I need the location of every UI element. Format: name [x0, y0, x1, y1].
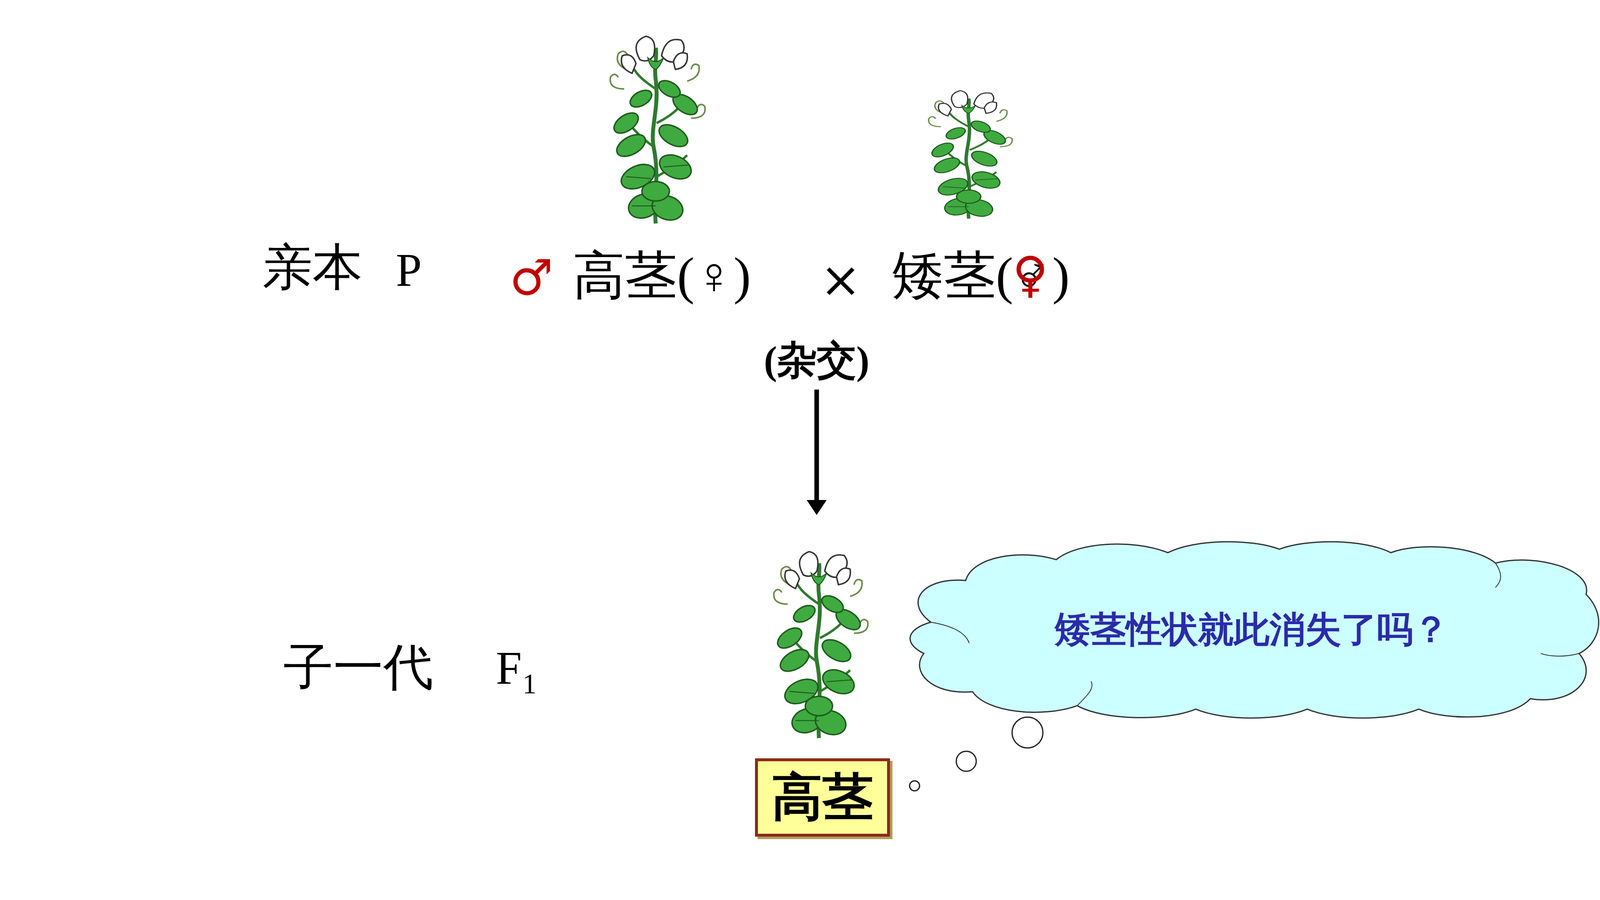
cross-symbol: ×	[820, 255, 862, 305]
parent-label: 高茎(♀)	[572, 250, 751, 303]
generation-symbol: P	[395, 246, 422, 294]
generation-symbol: F₁	[495, 644, 538, 692]
cloud-folds	[930, 562, 1580, 706]
pea-plant-tall	[610, 36, 706, 225]
result-box: 高茎	[755, 758, 890, 837]
pea-plant-f1	[773, 551, 868, 739]
thought-bubbles	[909, 717, 1043, 791]
thought-cloud: 矮茎性状就此消失了吗？	[902, 538, 1600, 720]
sex-symbol: ♂	[509, 253, 554, 303]
cloud-shape	[910, 541, 1599, 718]
pea-plant-dwarf	[928, 90, 1013, 220]
cross-label: (杂交)	[763, 340, 870, 381]
sex-symbol: ♀	[1012, 250, 1049, 300]
cross-arrow	[814, 389, 820, 503]
generation-label: 亲本	[262, 242, 363, 293]
cross-arrowhead	[806, 500, 827, 515]
generation-label: 子一代	[283, 642, 434, 693]
node-text: 矮茎性状就此消失了吗？	[1054, 609, 1449, 650]
node-text: 高茎	[771, 769, 874, 826]
